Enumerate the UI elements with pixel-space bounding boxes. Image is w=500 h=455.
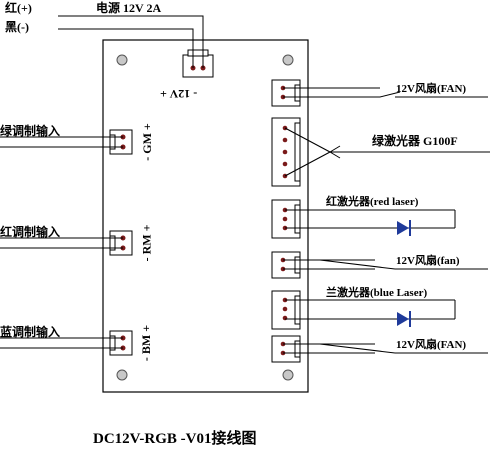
mounting-hole	[282, 369, 294, 381]
fan1-connector	[271, 79, 301, 107]
rm-marking: - RM +	[139, 224, 154, 262]
fan1-label: 12V风扇(FAN)	[396, 83, 467, 95]
power-red-label: 红(+)	[5, 1, 32, 15]
green-laser-label: 绿激光器 G100F	[372, 134, 458, 148]
blue-laser-label: 兰激光器(blue Laser)	[326, 287, 428, 299]
power-wires	[58, 15, 204, 68]
rm-input-label: 红调制输入	[0, 225, 61, 239]
input-wires	[0, 136, 123, 349]
red-laser-label: 红激光器(red laser)	[326, 196, 419, 208]
power-black-label: 黑(-)	[5, 20, 29, 34]
fan2-connector	[271, 251, 301, 279]
fan3-connector	[271, 335, 301, 363]
output-wires	[283, 87, 490, 354]
fan3-label: 12V风扇(FAN)	[396, 339, 467, 351]
bm-connector	[109, 330, 133, 356]
power-supply-label: 电源 12V 2A	[96, 1, 162, 15]
bm-input-label: 蓝调制输入	[0, 325, 61, 339]
gm-input-label: 绿调制输入	[0, 124, 61, 138]
mounting-hole	[282, 54, 294, 66]
blue-laser-diode-icon	[397, 311, 411, 327]
fan2-label: 12V风扇(fan)	[396, 255, 460, 267]
blue-laser-connector	[271, 290, 301, 330]
power-board-marking: - 12V +	[160, 87, 198, 101]
bm-marking: - BM +	[139, 324, 154, 362]
mounting-hole	[116, 369, 128, 381]
mounting-hole	[116, 54, 128, 66]
gm-connector	[109, 129, 133, 155]
red-laser-connector	[271, 199, 301, 239]
rm-connector	[109, 230, 133, 256]
gm-marking: - GM +	[139, 123, 154, 161]
red-laser-diode-icon	[397, 220, 411, 236]
diagram-title: DC12V-RGB -V01接线图	[93, 431, 257, 447]
power-connector	[182, 49, 214, 78]
